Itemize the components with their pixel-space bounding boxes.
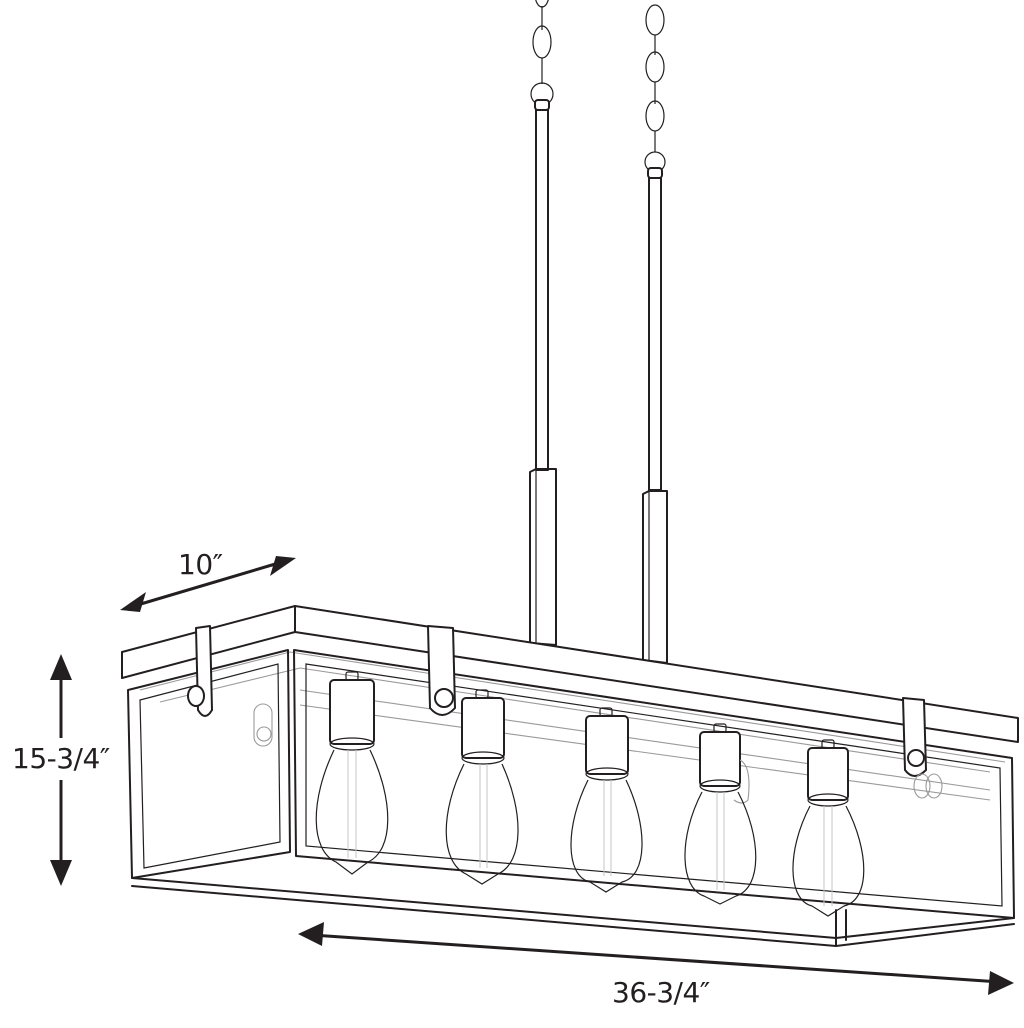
depth-label: 10″ bbox=[178, 548, 223, 581]
right-chain bbox=[644, 4, 666, 179]
height-label: 15-3/4″ bbox=[12, 742, 110, 775]
strap-right bbox=[902, 697, 943, 799]
bulb-5 bbox=[792, 739, 865, 917]
bulb-3 bbox=[570, 707, 643, 893]
depth-dimension-arrow bbox=[120, 556, 296, 612]
top-beam bbox=[121, 605, 1019, 743]
height-dimension-arrow bbox=[50, 654, 72, 886]
bulb-4 bbox=[684, 723, 757, 905]
length-dimension-arrow bbox=[298, 922, 1014, 995]
strap-center bbox=[427, 625, 456, 716]
strap-left bbox=[187, 625, 273, 747]
bulb-2 bbox=[445, 689, 519, 885]
left-downrod bbox=[529, 109, 557, 646]
bulb-1 bbox=[315, 671, 389, 875]
cage-frame bbox=[127, 649, 1015, 947]
left-chain bbox=[530, 0, 554, 111]
length-label: 36-3/4″ bbox=[612, 976, 710, 1009]
right-downrod bbox=[642, 177, 668, 664]
